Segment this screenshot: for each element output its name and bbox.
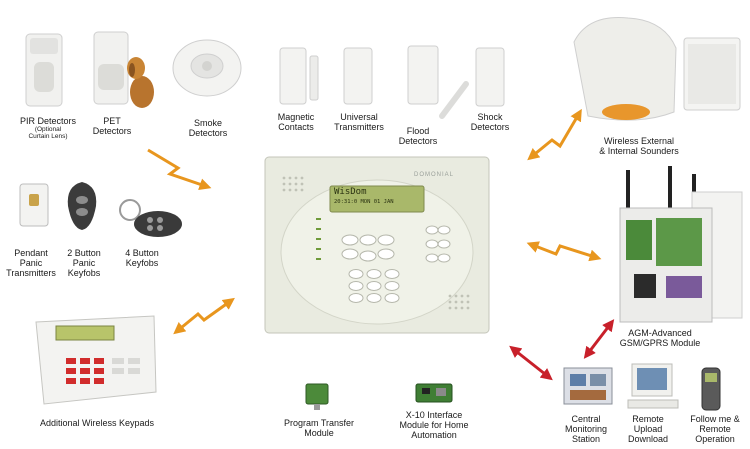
panel-lcd-display: WisDom 20:31:0 MON 01 JAN (334, 187, 424, 207)
keyfob-2button-image (62, 178, 102, 234)
program-transfer-image (304, 382, 330, 412)
lcd-line-2: 20:31:0 MON 01 JAN (334, 199, 394, 205)
shock-detector-image (474, 46, 508, 108)
lcd-line-1: WisDom (334, 187, 367, 197)
arrow-panel-sounders (527, 108, 582, 161)
remote-computer-image (626, 362, 680, 414)
sounders-image (568, 8, 744, 134)
smoke-detector-image (170, 32, 244, 98)
magnetic-contact-image (278, 46, 322, 108)
arrow-gsm-central (583, 319, 615, 359)
arrow-panel-gsm (526, 241, 602, 262)
keyfob-4button-image (116, 196, 186, 242)
pet-detector-image (92, 26, 158, 110)
pir-detector-image (22, 28, 66, 110)
pir-detector-label: PIR Detectors (Optional Curtain Lens) (19, 116, 77, 140)
gsm-module-image (606, 164, 746, 326)
pendant-transmitter-image (18, 182, 52, 230)
mobile-phone-image (700, 366, 722, 412)
control-panel: DOMONIAL WisDom 20:31:0 MON 01 JAN (264, 156, 492, 336)
x10-module-image (414, 382, 454, 406)
central-monitoring-image (560, 364, 616, 412)
wireless-keypad-label: Additional Wireless Keypads (39, 418, 155, 428)
wireless-keypad-image (30, 312, 160, 408)
sounders-label: Wireless External& Internal Sounders (599, 136, 679, 156)
arrow-detectors-to-panel (147, 148, 212, 190)
panel-brand: DOMONIAL (414, 172, 455, 178)
flood-detector-image (406, 44, 472, 120)
universal-transmitter-image (342, 46, 376, 108)
arrow-panel-central (509, 345, 553, 381)
arrow-keypads-panel (173, 297, 235, 335)
